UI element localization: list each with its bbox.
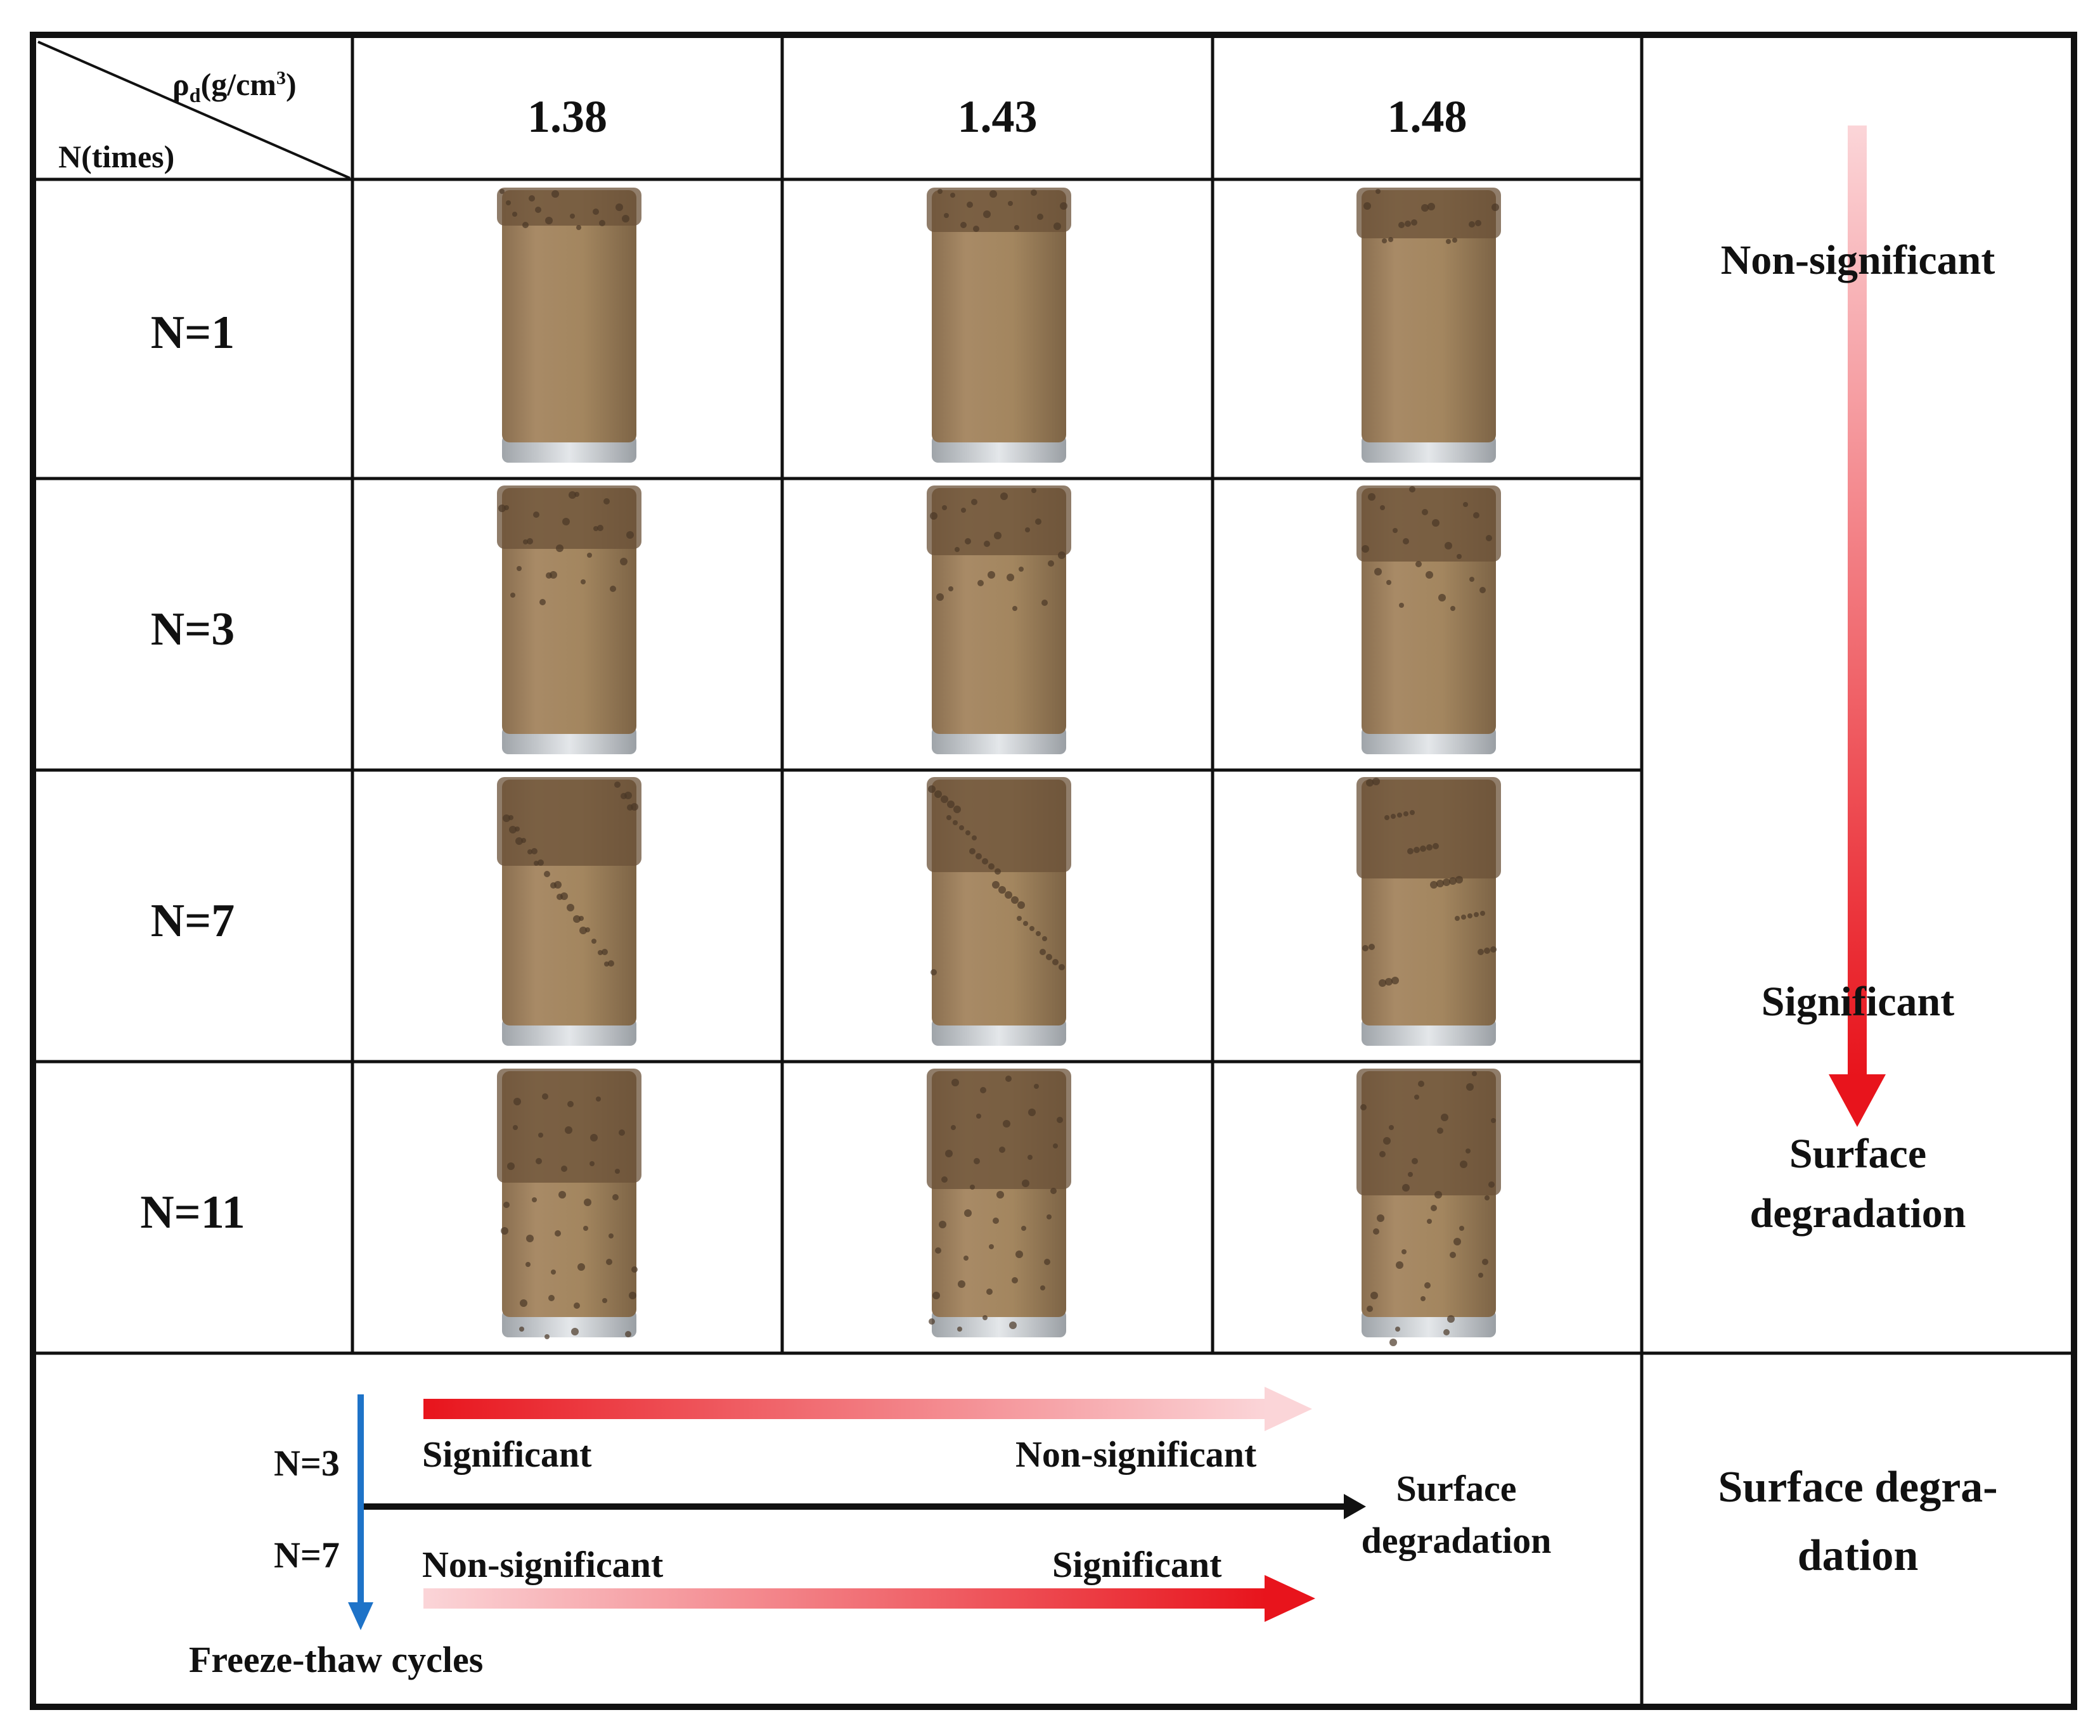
cycles-header: N(times) [58,139,175,174]
bottom-result-line1: Surface [1396,1468,1517,1509]
density-unit-close: ) [285,67,297,102]
freeze-thaw-label: Freeze-thaw cycles [189,1639,484,1680]
bottom-right-line1: Surface degra- [1718,1463,1998,1512]
density-symbol: ρ [172,67,190,102]
lower-right-label: Significant [1052,1544,1222,1585]
bottom-right-line2: dation [1797,1531,1919,1580]
specimen-cylinder [1356,485,1501,754]
column-header-3: 1.48 [1387,91,1467,142]
density-subscript: d [189,84,201,106]
row-header-1: N=1 [150,307,235,359]
row-header-2: N=3 [150,603,235,655]
specimen-cylinder [497,1069,641,1339]
freeze-thaw-axis [348,1394,373,1630]
upper-arrow [423,1387,1312,1431]
degradation-arrow-vertical [1829,125,1886,1127]
right-result-line1: Surface [1789,1131,1927,1177]
n7-label: N=7 [274,1534,340,1576]
specimen-cylinder [497,485,641,754]
specimen-cylinder [927,485,1071,754]
upper-left-label: Significant [422,1434,592,1475]
specimen-photos [497,188,1501,1346]
lower-arrow [423,1575,1315,1622]
specimen-cylinder [927,777,1071,1046]
row-header-3: N=7 [150,895,235,947]
column-header-2: 1.43 [957,91,1038,142]
middle-arrow [364,1494,1366,1519]
bottom-result-line2: degradation [1361,1520,1552,1561]
density-unit-exponent: 3 [276,67,286,89]
n3-label: N=3 [274,1443,340,1484]
upper-right-label: Non-significant [1015,1434,1257,1475]
specimen-cylinder [927,188,1071,463]
density-header: ρd(g/cm3) [172,68,297,105]
lower-left-label: Non-significant [422,1544,664,1585]
right-top-label: Non-significant [1720,237,1995,283]
table-grid [30,32,2077,1710]
row-header-4: N=11 [140,1186,245,1238]
specimen-cylinder [1356,777,1501,1046]
right-bottom-label: Significant [1761,979,1955,1025]
specimen-cylinder [1356,188,1501,463]
corner-diagonal [37,41,351,179]
specimen-cylinder [927,1069,1071,1337]
specimen-cylinder [497,777,641,1046]
right-result-line2: degradation [1749,1190,1966,1237]
column-header-1: 1.38 [527,91,607,142]
density-unit: (g/cm [200,67,276,102]
specimen-cylinder [497,188,641,463]
specimen-cylinder [1356,1069,1501,1346]
